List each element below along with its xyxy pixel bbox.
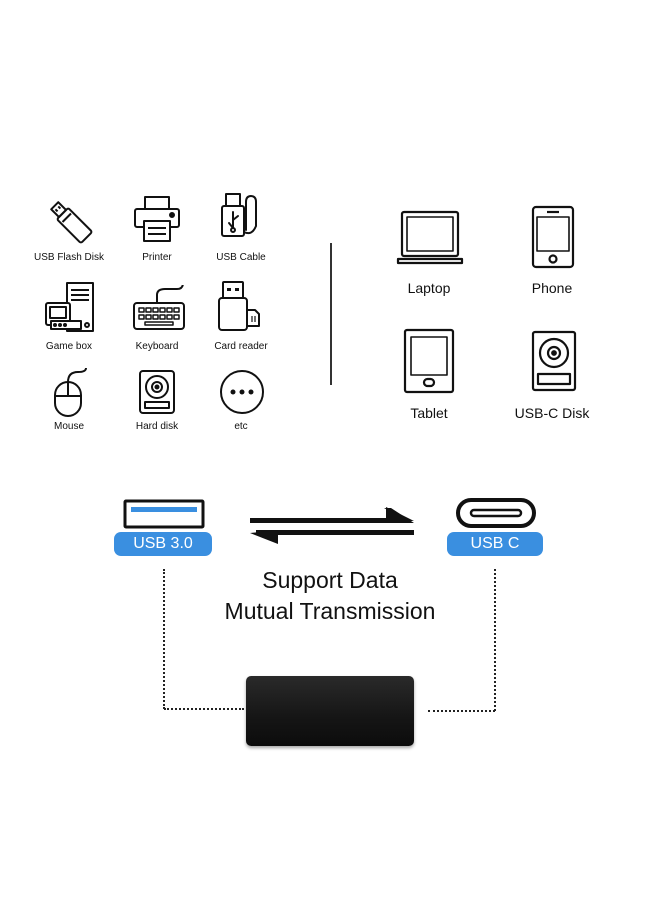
phone-label: Phone [531,280,573,296]
section-divider [330,243,332,385]
mouse-icon [50,368,90,420]
printer-label: Printer [142,252,172,263]
right-dotted-connector-vertical [494,569,496,711]
keyboard-label: Keyboard [135,341,179,352]
keyboard-icon [131,285,185,333]
usb-a-port-icon [123,499,205,529]
printer-icon [132,194,182,246]
usb-c-port-icon [455,497,537,529]
tablet-icon [402,328,456,394]
tablet-label: Tablet [410,405,448,421]
etc-label: etc [234,421,248,432]
usb-3-label-badge: USB 3.0 [114,532,212,556]
headline-line-1: Support Data [262,567,398,593]
usb-cable-icon [216,192,268,248]
usb-cable-label: USB Cable [216,252,266,263]
hard-disk-label: Hard disk [135,421,179,432]
laptop-label: Laptop [407,280,451,296]
game-box-label: Game box [45,341,93,352]
bidirectional-arrows-icon [246,500,418,550]
usb-c-disk-icon [530,330,578,392]
mouse-label: Mouse [53,421,84,432]
usb-c-label-badge: USB C [447,532,543,556]
right-dotted-connector-horizontal [428,710,495,712]
left-dotted-connector-vertical [163,569,165,709]
usb-flash-disk-icon [45,196,97,248]
laptop-icon [396,209,464,269]
headline-line-2: Mutual Transmission [224,598,436,624]
phone-icon [530,205,576,269]
usb-c-disk-label: USB-C Disk [514,405,590,421]
card-reader-label: Card reader [214,341,268,352]
adapter-device-image [246,676,414,746]
usb-flash-disk-label: USB Flash Disk [33,252,104,263]
more-dots-icon [218,368,266,416]
game-box-icon [43,281,99,333]
left-dotted-connector-horizontal [164,708,244,710]
hard-disk-icon [137,369,177,415]
card-reader-icon [216,280,268,334]
